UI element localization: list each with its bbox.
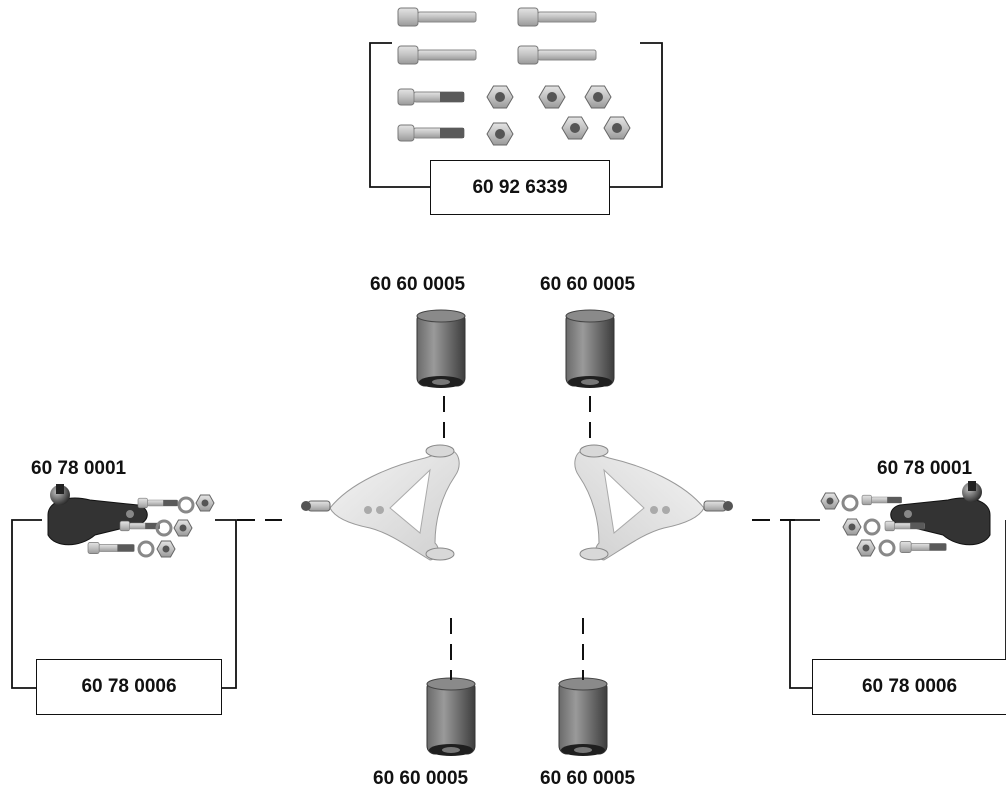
- nut-icon: [156, 540, 176, 558]
- kit-bracket: [369, 42, 430, 188]
- nut-icon: [538, 85, 566, 109]
- nut-icon: [486, 85, 514, 109]
- bolt-icon: [517, 45, 597, 65]
- kit-bracket: [610, 42, 663, 188]
- nut-icon: [195, 494, 215, 512]
- nut-icon: [603, 116, 631, 140]
- bushing-bottom-left-label: 60 60 0005: [373, 768, 469, 789]
- ball-joint-right-label: 60 78 0001: [877, 458, 973, 479]
- washer-icon: [841, 494, 859, 512]
- washer-icon: [863, 518, 881, 536]
- ball-joint-right-kit-box: 60 78 0006: [812, 659, 1006, 715]
- bolt-icon: [397, 88, 465, 106]
- nut-icon: [173, 519, 193, 537]
- bolt-icon: [397, 7, 477, 27]
- ball-joint-left-kit-box: 60 78 0006: [36, 659, 222, 715]
- bolt-icon: [87, 542, 135, 554]
- ball-joint-left-label: 60 78 0001: [31, 458, 127, 479]
- bushing-icon: [565, 309, 615, 389]
- washer-icon: [177, 496, 195, 514]
- bolt-icon: [397, 124, 465, 142]
- bushing-top-right-label: 60 60 0005: [540, 274, 636, 295]
- bushing-top-left-label: 60 60 0005: [370, 274, 466, 295]
- nut-icon: [486, 122, 514, 146]
- bolt-icon: [861, 494, 902, 506]
- control-arm-right: [574, 444, 734, 561]
- ball-joint-left-icon: [47, 484, 148, 546]
- bolt-icon: [517, 7, 597, 27]
- ball-joint-right-icon: [890, 481, 991, 546]
- nut-icon: [820, 492, 840, 510]
- bushing-icon: [416, 309, 466, 389]
- bolt-icon: [899, 541, 947, 553]
- kit-bracket: [215, 519, 237, 689]
- nut-icon: [584, 85, 612, 109]
- bolt-icon: [137, 497, 178, 509]
- kit-number-box: 60 92 6339: [430, 160, 610, 215]
- nut-icon: [561, 116, 589, 140]
- kit-bracket: [789, 519, 820, 689]
- kit-bracket: [11, 519, 42, 689]
- bushing-bottom-right-label: 60 60 0005: [540, 768, 636, 789]
- bushing-icon: [558, 677, 608, 757]
- nut-icon: [842, 518, 862, 536]
- washer-icon: [878, 539, 896, 557]
- washer-icon: [137, 540, 155, 558]
- nut-icon: [856, 539, 876, 557]
- control-arm-left: [300, 444, 460, 561]
- bolt-icon: [397, 45, 477, 65]
- bushing-icon: [426, 677, 476, 757]
